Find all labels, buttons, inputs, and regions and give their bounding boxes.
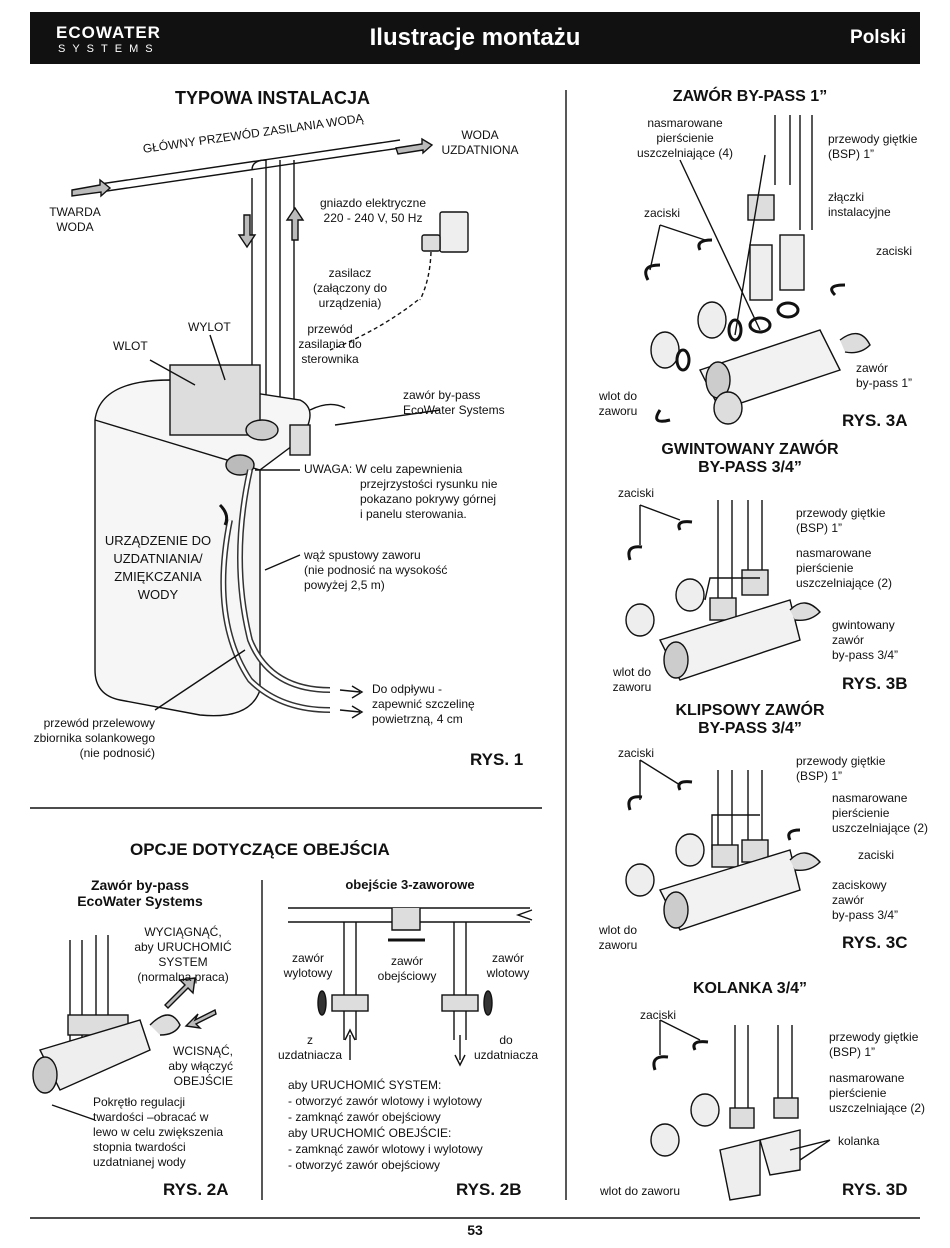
rys3c-hoses-label: przewody giętkie(BSP) 1”	[796, 754, 886, 783]
treated-water-arrow-icon	[395, 137, 434, 155]
power-adapter-icon	[421, 234, 441, 252]
down-arrow-icon	[237, 214, 257, 249]
logo-text: ECOWATER	[56, 23, 161, 42]
hard-water-arrow-icon	[71, 178, 112, 198]
rys3b-clips-label: zaciski	[618, 486, 655, 500]
rys1-label: RYS. 1	[470, 750, 524, 769]
rys3b-label: RYS. 3B	[842, 674, 908, 693]
up-arrow-icon	[285, 206, 305, 241]
rys3a-hoses-label: przewody giętkie(BSP) 1”	[828, 132, 918, 161]
up-flow-arrow-icon	[344, 1028, 356, 1060]
rys3c-label: RYS. 3C	[842, 933, 908, 952]
down-flow-arrow-icon	[454, 1035, 466, 1067]
page-title: Ilustracje montażu	[369, 24, 581, 51]
rys3d-hoses-label: przewody giętkie(BSP) 1”	[829, 1030, 919, 1059]
three-valve-bypass-drawing	[288, 907, 530, 1040]
drain-hose-label: wąż spustowy zaworu(nie podnosić na wyso…	[304, 548, 448, 592]
main-supply-pipe	[99, 139, 401, 193]
rys3d-clips-label: zaciski	[640, 1008, 677, 1022]
rys3d-elbows-label: kolanka	[838, 1134, 880, 1148]
rys3c-clips-label: zaciski	[618, 746, 655, 760]
outlet-label: WYLOT	[188, 320, 231, 334]
rys3a-label: RYS. 3A	[842, 411, 908, 430]
bypass-options-title: OPCJE DOTYCZĄCE OBEJŚCIA	[130, 840, 390, 859]
pull-arrow-icon	[164, 977, 196, 1009]
rys3d-inlet-label: wlot do zaworu	[600, 1184, 681, 1198]
socket-icon	[439, 211, 469, 253]
threaded-bypass-drawing	[625, 500, 821, 681]
bypass-instructions: aby URUCHOMIĆ SYSTEM:- otworzyć zawór wl…	[288, 1078, 483, 1172]
inlet-label: WLOT	[113, 339, 148, 353]
push-arrow-icon	[184, 1008, 217, 1029]
rys3a-title: ZAWÓR BY-PASS 1”	[672, 88, 828, 105]
clip-bypass-drawing	[625, 759, 821, 931]
rys3c-clips-right-label: zaciski	[858, 848, 895, 862]
rys2a-label: RYS. 2A	[163, 1180, 229, 1199]
rys3d-label: RYS. 3D	[842, 1180, 908, 1199]
rys3d-title: KOLANKA 3/4”	[692, 980, 808, 997]
rys2b-label: RYS. 2B	[456, 1180, 522, 1199]
bypass-2a-drawing	[32, 935, 181, 1094]
page-number: 53	[467, 1222, 483, 1238]
rys3b-hoses-label: przewody giętkie(BSP) 1”	[796, 506, 886, 535]
rys1-title: TYPOWA INSTALACJA	[175, 88, 371, 108]
logo-subtext: SYSTEMS	[58, 43, 160, 55]
elbows-drawing	[650, 1019, 831, 1201]
page-header: ECOWATER SYSTEMS Ilustracje montażu Pols…	[30, 12, 920, 64]
rys3a-clips-right-label: zaciski	[876, 244, 913, 258]
language-label: Polski	[850, 27, 906, 48]
rys3a-clips-left-label: zaciski	[644, 206, 681, 220]
note-text: UWAGA: W celu zapewnienia przejrzystości…	[304, 462, 498, 521]
softener-unit	[94, 364, 346, 717]
bypass-1inch-drawing	[644, 115, 871, 425]
rys2b-title: obejście 3-zaworowe	[345, 877, 475, 892]
